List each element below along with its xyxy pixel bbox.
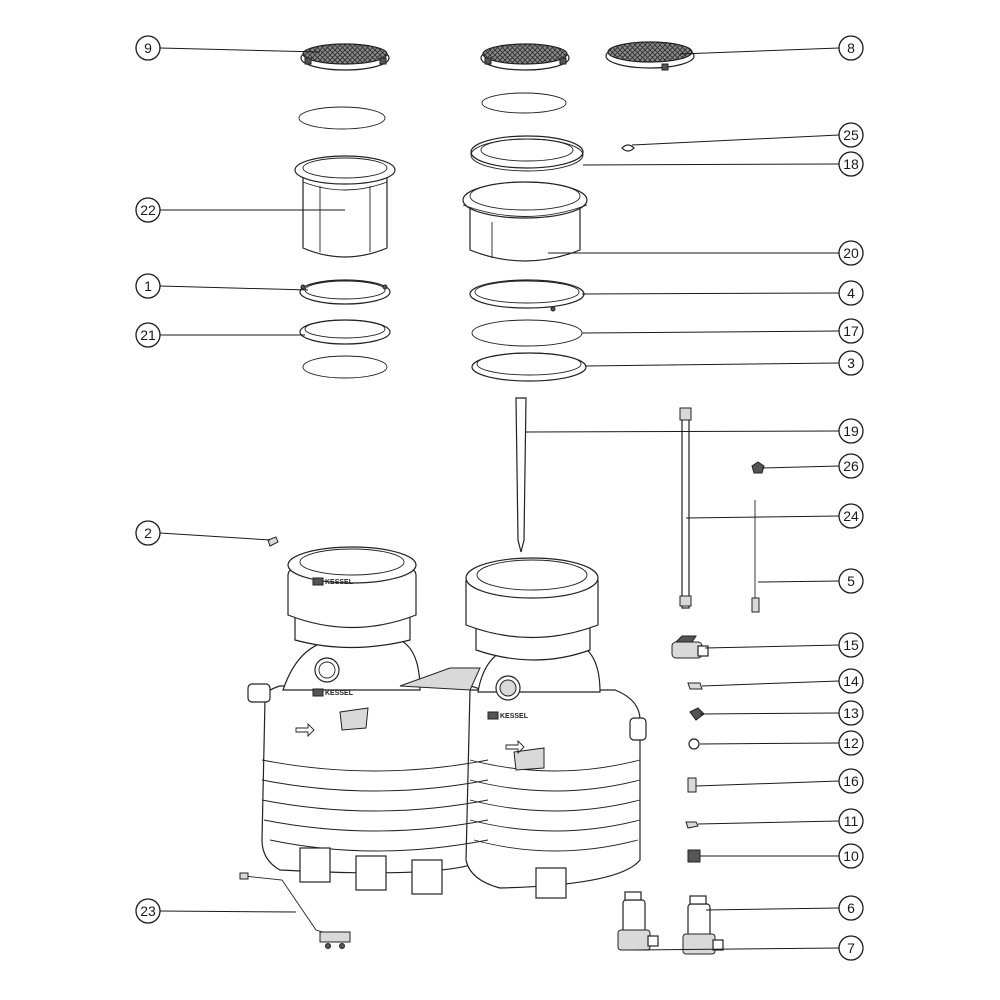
callout-label: 16 bbox=[843, 773, 859, 789]
callout-23: 23 bbox=[135, 898, 161, 924]
callout-label: 12 bbox=[843, 735, 859, 751]
callout-7: 7 bbox=[838, 935, 864, 961]
cover-grate-middle bbox=[480, 43, 570, 71]
small-clip bbox=[621, 144, 635, 152]
clip-16 bbox=[687, 777, 697, 793]
callout-label: 19 bbox=[843, 423, 859, 439]
callouts-layer: 9 8 25 18 22 20 1 4 21 17 3 19 26 24 2 5… bbox=[135, 35, 864, 961]
callout-15: 15 bbox=[838, 632, 864, 658]
callout-9: 9 bbox=[135, 35, 161, 61]
cover-grate-left bbox=[300, 43, 390, 71]
callout-13: 13 bbox=[838, 700, 864, 726]
callout-8: 8 bbox=[838, 35, 864, 61]
callout-24: 24 bbox=[838, 503, 864, 529]
probe-rod bbox=[515, 397, 527, 553]
fitting-14 bbox=[687, 682, 703, 690]
small-plug bbox=[751, 461, 765, 474]
callout-label: 20 bbox=[843, 245, 859, 261]
callout-21: 21 bbox=[135, 322, 161, 348]
telescopic-extension-right bbox=[462, 181, 588, 262]
brand-logo-body-right: KESSEL bbox=[500, 713, 529, 720]
callout-12: 12 bbox=[838, 730, 864, 756]
seal-ring-left-top bbox=[298, 106, 386, 130]
clamp-ring-right bbox=[469, 279, 585, 312]
parts-layer: KESSEL KESSEL KESSEL bbox=[239, 41, 765, 955]
callout-18: 18 bbox=[838, 151, 864, 177]
ball-valve bbox=[671, 635, 709, 659]
callout-3: 3 bbox=[838, 350, 864, 376]
frame-ring bbox=[470, 135, 584, 172]
callout-22: 22 bbox=[135, 197, 161, 223]
callout-4: 4 bbox=[838, 280, 864, 306]
tank-ribs bbox=[261, 759, 641, 852]
callout-label: 14 bbox=[843, 673, 859, 689]
brand-logo-neck: KESSEL bbox=[325, 579, 354, 586]
pump-right bbox=[682, 895, 724, 955]
callout-label: 8 bbox=[847, 40, 855, 56]
callout-2: 2 bbox=[135, 520, 161, 546]
callout-label: 11 bbox=[844, 813, 859, 829]
small-screw bbox=[267, 536, 279, 547]
callout-label: 6 bbox=[847, 900, 855, 916]
callout-10: 10 bbox=[838, 843, 864, 869]
callout-label: 1 bbox=[144, 278, 152, 294]
callout-label: 25 bbox=[843, 127, 859, 143]
clamp-ring-left bbox=[299, 279, 391, 305]
callout-19: 19 bbox=[838, 418, 864, 444]
callout-20: 20 bbox=[838, 240, 864, 266]
brand-logo-body-left: KESSEL bbox=[325, 690, 354, 697]
callout-14: 14 bbox=[838, 668, 864, 694]
callout-label: 5 bbox=[847, 573, 855, 589]
callout-label: 4 bbox=[847, 285, 855, 301]
callout-6: 6 bbox=[838, 895, 864, 921]
thin-rod bbox=[751, 500, 760, 613]
callout-26: 26 bbox=[838, 453, 864, 479]
callout-16: 16 bbox=[838, 768, 864, 794]
callout-label: 3 bbox=[847, 355, 855, 371]
washer-12 bbox=[688, 738, 700, 750]
fitting-10 bbox=[687, 849, 701, 863]
callout-label: 13 bbox=[843, 705, 859, 721]
callout-label: 18 bbox=[843, 156, 859, 172]
cover-grate-right bbox=[605, 41, 695, 71]
fitting-11 bbox=[685, 821, 699, 829]
callout-label: 21 bbox=[140, 327, 156, 343]
o-ring-right bbox=[471, 319, 583, 347]
callout-1: 1 bbox=[135, 273, 161, 299]
callout-5: 5 bbox=[838, 568, 864, 594]
callout-25: 25 bbox=[838, 122, 864, 148]
callout-label: 7 bbox=[847, 940, 855, 956]
pipe-assembly bbox=[679, 407, 692, 609]
callout-label: 22 bbox=[140, 202, 156, 218]
double-chamber-tank: KESSEL KESSEL KESSEL bbox=[247, 546, 647, 899]
callout-label: 15 bbox=[843, 637, 859, 653]
telescopic-extension-left bbox=[294, 155, 396, 258]
callout-label: 26 bbox=[843, 458, 859, 474]
callout-label: 17 bbox=[843, 323, 859, 339]
callout-label: 23 bbox=[140, 903, 156, 919]
callout-label: 10 bbox=[843, 848, 859, 864]
callout-label: 2 bbox=[144, 525, 152, 541]
leader-lines bbox=[159, 47, 840, 951]
callout-label: 24 bbox=[843, 508, 859, 524]
callout-label: 9 bbox=[144, 40, 152, 56]
lifting-handle bbox=[239, 872, 351, 949]
callout-11: 11 bbox=[838, 808, 864, 834]
pump-left bbox=[617, 891, 659, 951]
seal-ring-middle-top bbox=[481, 92, 567, 114]
profile-seal-right bbox=[471, 352, 587, 382]
callout-17: 17 bbox=[838, 318, 864, 344]
profile-seal-left bbox=[299, 319, 391, 345]
seal-ring-left-bottom bbox=[302, 355, 388, 379]
